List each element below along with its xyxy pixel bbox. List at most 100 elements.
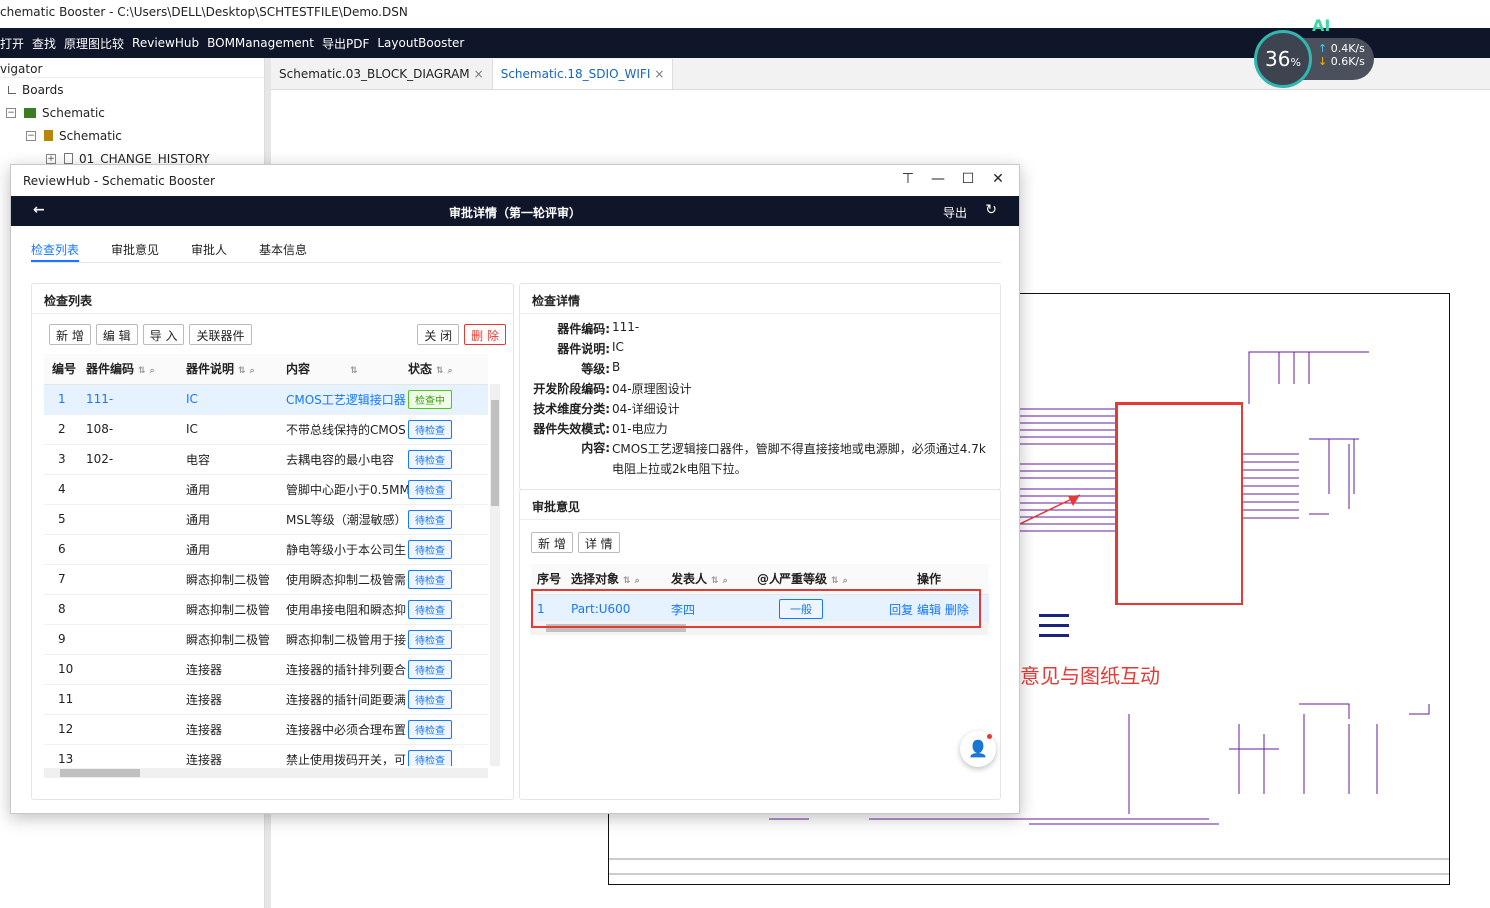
reviewhub-tabs: 检查列表 审批意见 审批人 基本信息 (31, 241, 1001, 263)
menu-open[interactable]: 打开 (0, 36, 25, 51)
add-opinion-button[interactable]: 新 增 (531, 532, 573, 553)
delete-button[interactable]: 删 除 (464, 324, 506, 345)
sort-icon[interactable]: ⇅ (831, 576, 839, 587)
filter-icon[interactable]: ⌕ (249, 366, 255, 377)
net-speed-widget[interactable]: ↑ 0.4K/s ↓ 0.6K/s 36% AI (1254, 16, 1374, 88)
delete-link[interactable]: 删除 (944, 602, 969, 617)
filter-icon[interactable]: ⌕ (149, 366, 155, 377)
opinion-author: 李四 (671, 594, 757, 625)
field-value: 111- (612, 320, 640, 334)
row-no: 1 (44, 384, 86, 415)
row-desc: 连接器 (186, 654, 286, 685)
close-icon[interactable]: × (473, 67, 484, 81)
tab-sdio-wifi[interactable]: Schematic.18_SDIO_WIFI× (492, 59, 674, 89)
sort-icon[interactable]: ⇅ (436, 366, 444, 377)
close-button[interactable]: 关 闭 (417, 324, 460, 345)
filter-icon[interactable]: ⌕ (722, 576, 728, 587)
col-status[interactable]: 状态⇅⌕ (408, 354, 488, 385)
collapse-icon[interactable]: − (6, 107, 16, 118)
menu-export-pdf[interactable]: 导出PDF (321, 36, 370, 51)
field-label: 器件说明: (557, 342, 610, 356)
row-code (86, 504, 186, 535)
filter-icon[interactable]: ⌕ (447, 366, 453, 377)
row-desc: 电容 (186, 444, 286, 475)
row-status: 待检查 (408, 474, 488, 505)
edit-link[interactable]: 编辑 (916, 602, 941, 617)
opinions-horizontal-scrollbar[interactable] (530, 621, 988, 635)
reviewhub-header: ← 审批详情（第一轮评审） 导出 ↻ (11, 196, 1019, 226)
user-fab-button[interactable]: 👤 (960, 731, 996, 767)
pin-icon[interactable]: ⊤ (901, 171, 915, 187)
scrollbar-thumb[interactable] (60, 769, 140, 777)
close-icon[interactable]: ✕ (992, 171, 1004, 187)
minimize-icon[interactable]: — (931, 171, 945, 187)
tab-label: Schematic.03_BLOCK_DIAGRAM (279, 67, 470, 81)
add-button[interactable]: 新 增 (49, 324, 91, 345)
scrollbar-thumb[interactable] (491, 400, 499, 506)
filter-icon[interactable]: ⌕ (842, 576, 848, 587)
scrollbar-thumb[interactable] (546, 624, 686, 632)
col-desc[interactable]: 器件说明⇅⌕ (186, 354, 286, 385)
edit-button[interactable]: 编 辑 (95, 324, 138, 345)
tab-approvers[interactable]: 审批人 (191, 243, 228, 257)
tab-basic-info[interactable]: 基本信息 (259, 243, 308, 257)
col-no[interactable]: 编号 (44, 354, 86, 385)
sort-icon[interactable]: ⇅ (623, 576, 631, 587)
col-mention[interactable]: @人 (757, 564, 779, 595)
import-button[interactable]: 导 入 (142, 324, 185, 345)
row-no: 6 (44, 534, 86, 565)
back-arrow-icon[interactable]: ← (33, 202, 45, 218)
tree-item-schematic[interactable]: − Schematic (0, 124, 264, 147)
status-badge: 检查中 (408, 389, 452, 409)
reply-link[interactable]: 回复 (889, 602, 914, 617)
horizontal-scrollbar[interactable] (44, 768, 488, 778)
tab-block-diagram[interactable]: Schematic.03_BLOCK_DIAGRAM× (271, 59, 493, 89)
menu-layout[interactable]: LayoutBooster (377, 36, 465, 50)
tab-check-list[interactable]: 检查列表 (31, 241, 80, 262)
close-icon[interactable]: × (654, 67, 665, 81)
tree-item-boards[interactable]: Boards (0, 78, 264, 101)
row-desc: IC (186, 384, 286, 415)
refresh-icon[interactable]: ↻ (985, 202, 997, 218)
export-button[interactable]: 导出 (942, 206, 967, 220)
col-content[interactable]: 内容 ⇅ (286, 354, 408, 385)
menu-bom[interactable]: BOMManagement (207, 36, 314, 50)
sort-icon[interactable]: ⇅ (711, 576, 719, 587)
col-label: 内容 (286, 362, 311, 377)
filter-icon[interactable]: ⌕ (634, 576, 640, 587)
collapse-icon[interactable]: − (26, 130, 36, 141)
vertical-scrollbar[interactable] (490, 384, 500, 766)
maximize-icon[interactable]: ☐ (961, 171, 975, 187)
tree-item-change-history[interactable]: + 01_CHANGE_HISTORY (0, 147, 264, 170)
tab-opinions[interactable]: 审批意见 (111, 243, 160, 257)
sort-icon[interactable]: ⇅ (138, 366, 146, 377)
col-label: 选择对象 (571, 572, 620, 587)
row-status: 待检查 (408, 564, 488, 595)
table-row[interactable]: 1 Part:U600 李四 一般 回复 编辑 删除 (531, 594, 989, 625)
opinion-actions: 回复 编辑 删除 (869, 594, 989, 625)
menu-reviewhub[interactable]: ReviewHub (132, 36, 200, 50)
menu-compare[interactable]: 原理图比较 (64, 36, 125, 51)
col-code[interactable]: 器件编码⇅⌕ (86, 354, 186, 385)
tree-item-schematic-root[interactable]: − Schematic (0, 101, 264, 124)
opinion-detail-button[interactable]: 详 情 (577, 532, 620, 553)
menu-find[interactable]: 查找 (32, 36, 57, 51)
status-badge: 待检查 (408, 539, 452, 559)
expand-icon[interactable]: + (46, 153, 56, 164)
sort-icon[interactable]: ⇅ (350, 366, 358, 377)
sort-icon[interactable]: ⇅ (238, 366, 246, 377)
link-part-button[interactable]: 关联器件 (189, 324, 252, 345)
